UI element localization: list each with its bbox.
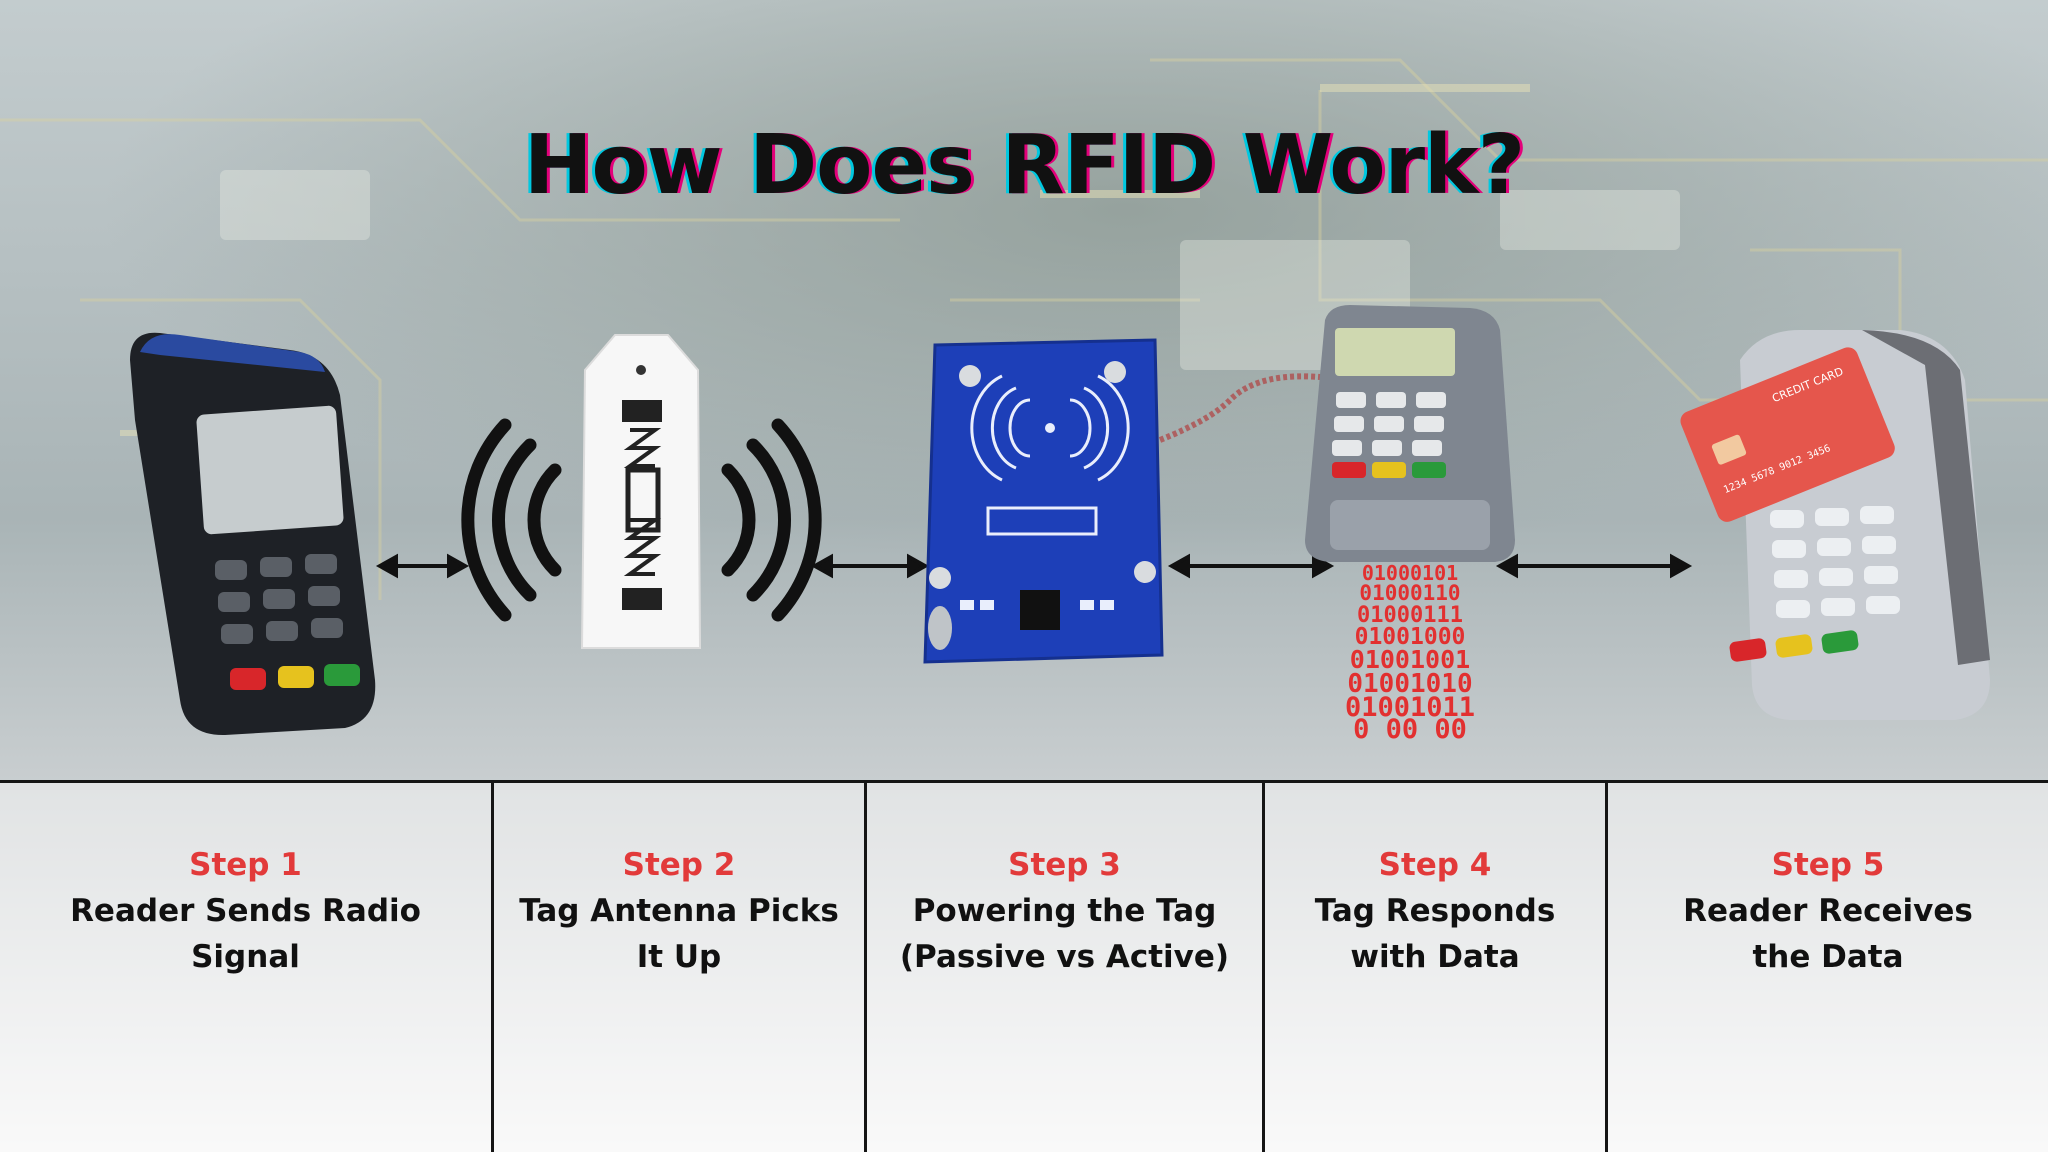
step-number: Step 1 — [189, 847, 302, 883]
payment-terminal-icon — [1305, 305, 1515, 562]
step-4-cell: Step 4 Tag Responds with Data — [1265, 842, 1605, 980]
step-description-line: the Data — [1752, 939, 1904, 975]
binary-row: 01001001 — [1350, 645, 1470, 674]
binary-row: 0 00 00 — [1353, 714, 1467, 745]
step-description-line: with Data — [1350, 939, 1520, 975]
step-1-cell: Step 1 Reader Sends Radio Signal — [0, 842, 491, 980]
binary-row: 01001010 — [1347, 669, 1472, 699]
step-5-cell: Step 5 Reader Receives the Data — [1608, 842, 2048, 980]
step-description-line: Powering the Tag — [912, 893, 1217, 929]
two-way-arrow-4 — [1495, 553, 1693, 579]
step-number: Step 5 — [1771, 847, 1885, 883]
binary-row: 01000111 — [1357, 603, 1463, 628]
card-terminal-icon: CREDIT CARD 1234 5678 9012 3456 — [1680, 330, 1990, 720]
binary-data-stream: 01000101 01000110 01000111 01001000 0100… — [1345, 561, 1475, 745]
step-2-cell: Step 2 Tag Antenna Picks It Up — [494, 842, 864, 980]
pos-reader-icon — [130, 332, 376, 736]
column-divider — [491, 782, 494, 1152]
step-description-line: Signal — [191, 939, 300, 975]
step-3-cell: Step 3 Powering the Tag (Passive vs Acti… — [867, 842, 1262, 980]
radio-waves-left-icon — [461, 418, 562, 622]
step-description-line: It Up — [636, 939, 722, 975]
rfid-tag-icon — [580, 334, 702, 649]
cable-icon — [1158, 373, 1331, 443]
binary-row: 01000101 — [1362, 561, 1458, 585]
two-way-arrow-2 — [810, 553, 930, 579]
rfid-process-illustration: 01000101 01000110 01000111 01001000 0100… — [130, 305, 1990, 745]
step-number: Step 4 — [1378, 847, 1492, 883]
step-description-line: Tag Responds — [1314, 893, 1556, 929]
column-divider — [1605, 782, 1608, 1152]
column-divider — [1262, 782, 1265, 1152]
two-way-arrow-1 — [375, 553, 470, 579]
page-title: How Does RFID Work? — [523, 118, 1525, 213]
step-number: Step 3 — [1008, 847, 1121, 883]
step-description-line: Reader Sends Radio — [70, 893, 421, 929]
binary-row: 01001000 — [1355, 624, 1466, 650]
two-way-arrow-3 — [1167, 553, 1335, 579]
credit-card-icon: CREDIT CARD 1234 5678 9012 3456 — [1680, 347, 1895, 522]
step-number: Step 2 — [622, 847, 736, 883]
binary-row: 01000110 — [1359, 581, 1460, 605]
steps-divider-line — [0, 780, 2048, 783]
step-description-line: Tag Antenna Picks — [519, 893, 839, 929]
rfid-module-icon — [923, 338, 1164, 664]
binary-row: 01001011 — [1345, 692, 1475, 723]
radio-waves-right-icon — [721, 418, 822, 622]
step-description-line: Reader Receives — [1683, 893, 1973, 929]
column-divider — [864, 782, 867, 1152]
step-description-line: (Passive vs Active) — [899, 939, 1230, 975]
